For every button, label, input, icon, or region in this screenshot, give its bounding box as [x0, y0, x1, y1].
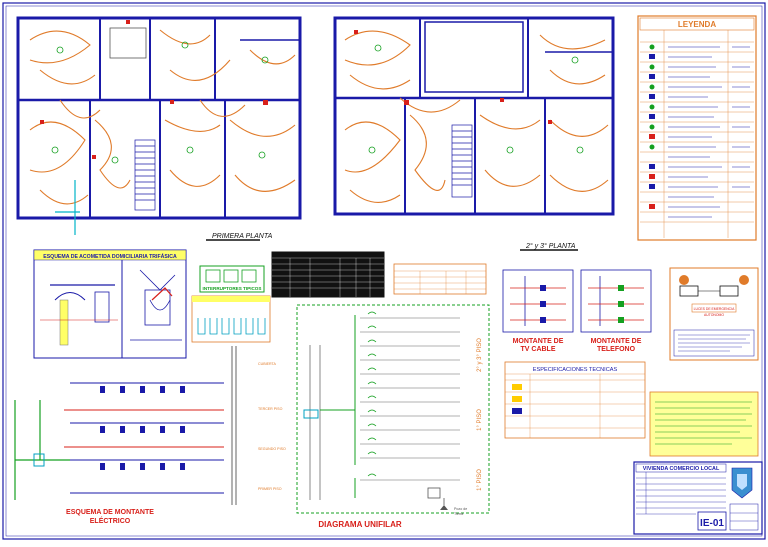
tv-riser-title-line2: TV CABLE — [521, 346, 556, 353]
riser-label-third: TERCER PISO — [258, 407, 283, 411]
upper-floors-plan — [333, 16, 615, 216]
upper-floors-plan-title: 2° y 3° PLANTA — [520, 242, 578, 251]
upper-floors-plan-label: 2° y 3° PLANTA — [525, 242, 576, 250]
first-floor-plan-label: PRIMERA PLANTA — [212, 233, 273, 240]
riser-label-first: PRIMER PISO — [258, 487, 282, 491]
single-line-diagram: Pozo de Tierra 2° y 3° PISO 1° PISO 1° P… — [296, 304, 490, 529]
riser-diagram: CUBIERTA TERCER PISO SEGUNDO PISO PRIMER… — [14, 346, 286, 525]
unifilar-title: DIAGRAMA UNIFILAR — [318, 520, 401, 529]
legend-panel: LEYENDA — [637, 15, 757, 241]
acometida-detail: ESQUEMA DE ACOMETIDA DOMICILIARIA TRIFÁS… — [33, 249, 187, 359]
sheet-code: IE-01 — [700, 518, 724, 529]
unifilar-floor-23-label: 2° y 3° PISO — [477, 338, 483, 372]
phone-riser: MONTANTE DE TELEFONO — [580, 269, 652, 353]
tv-riser-title-line1: MONTANTE DE — [513, 338, 564, 345]
riser-label-second: SEGUNDO PISO — [258, 447, 286, 451]
emergency-title-line2: AUTONOMO — [704, 313, 724, 317]
conductor-table — [393, 263, 487, 295]
breaker-board-detail — [191, 295, 271, 343]
loads-table — [271, 251, 385, 298]
ground-well-label-line1: Pozo de — [454, 507, 467, 511]
technical-specs-table: ESPECIFICACIONES TECNICAS — [504, 361, 646, 439]
specs-title: ESPECIFICACIONES TECNICAS — [533, 367, 618, 373]
emergency-title-line1: LUCES DE EMERGENCIA — [694, 307, 735, 311]
project-name: VIVIENDA COMERCIO LOCAL — [643, 466, 720, 472]
first-floor-plan — [16, 16, 302, 235]
first-floor-plan-title: PRIMERA PLANTA — [206, 233, 273, 241]
phone-riser-title-line2: TELEFONO — [597, 346, 636, 353]
title-block: VIVIENDA COMERCIO LOCAL IE-01 — [633, 461, 763, 535]
unifilar-floor-1b-label: 1° PISO — [477, 469, 483, 491]
acometida-title: ESQUEMA DE ACOMETIDA DOMICILIARIA TRIFÁS… — [43, 253, 177, 260]
ground-well-label-line2: Tierra — [454, 512, 463, 516]
legend-title: LEYENDA — [678, 20, 716, 29]
switches-detail: INTERRUPTORES TIPICOS — [199, 265, 265, 293]
phone-riser-title-line1: MONTANTE DE — [591, 338, 642, 345]
general-notes — [649, 391, 759, 457]
switches-title: INTERRUPTORES TIPICOS — [203, 286, 262, 291]
riser-title-line2: ELÉCTRICO — [90, 516, 131, 525]
emergency-lights-detail: LUCES DE EMERGENCIA AUTONOMO — [669, 267, 759, 361]
riser-label-cubierta: CUBIERTA — [258, 362, 276, 366]
riser-title-line1: ESQUEMA DE MONTANTE — [66, 509, 154, 516]
unifilar-floor-1-label: 1° PISO — [477, 409, 483, 431]
tv-cable-riser: MONTANTE DE TV CABLE — [502, 269, 574, 353]
